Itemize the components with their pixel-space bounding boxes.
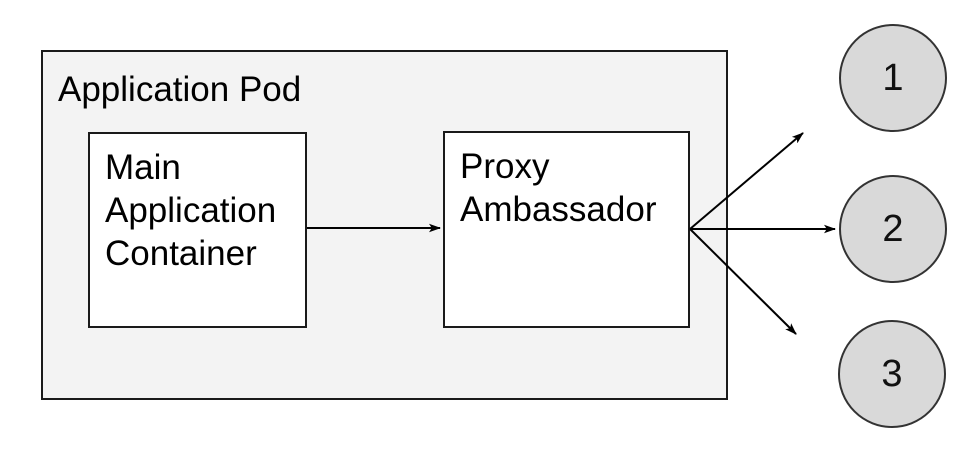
proxy-ambassador-box: Proxy Ambassador	[443, 131, 690, 328]
endpoint-3-label: 3	[881, 352, 903, 395]
proxy-ambassador-label: Proxy Ambassador	[460, 147, 657, 229]
application-pod-label: Application Pod	[58, 70, 302, 109]
endpoint-circle-2: 2	[839, 175, 947, 283]
endpoint-2-label: 2	[882, 207, 904, 250]
endpoint-1-label: 1	[882, 56, 904, 99]
main-application-container-label: Main Application Container	[105, 148, 277, 273]
main-application-container-box: Main Application Container	[88, 132, 307, 328]
endpoint-circle-1: 1	[839, 24, 947, 132]
endpoint-circle-3: 3	[838, 320, 946, 428]
